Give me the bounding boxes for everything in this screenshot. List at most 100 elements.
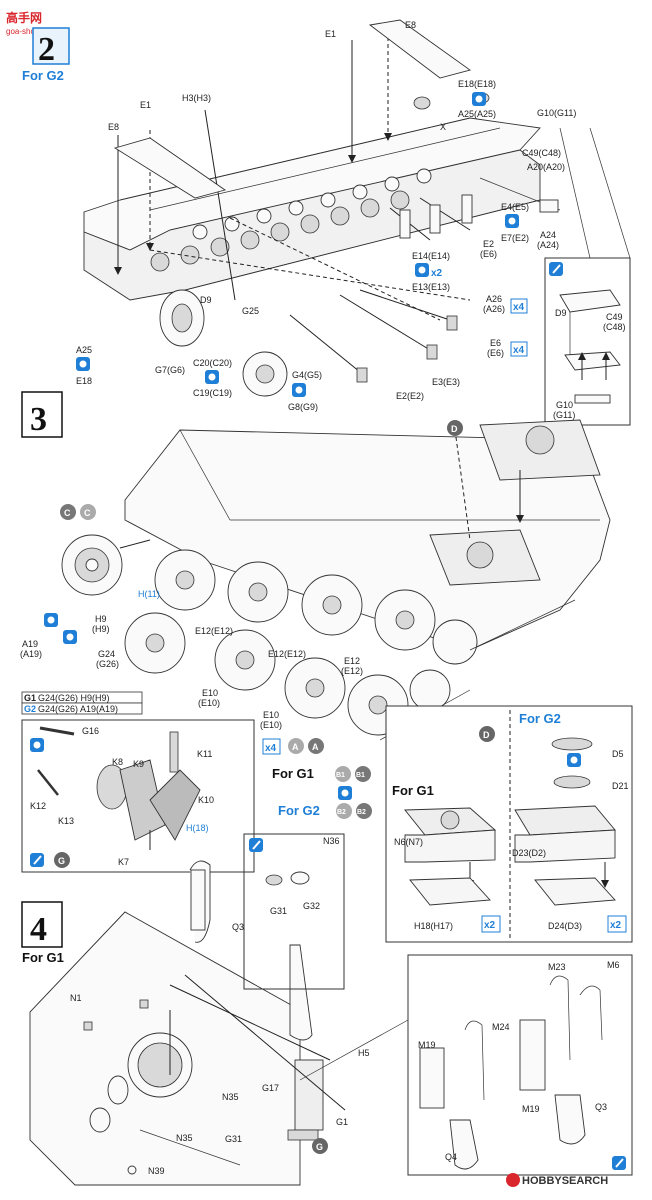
label-q4: Q4 xyxy=(445,1152,457,1162)
step2-hull-drawing xyxy=(83,19,561,397)
label-n36: N36 xyxy=(323,836,340,846)
callout-d: D xyxy=(447,420,463,436)
label-h11: H(11) xyxy=(138,589,160,599)
label-e14: E14(E14) xyxy=(412,251,450,261)
legend-g2-tag: G2 xyxy=(24,704,36,714)
glue-brush-icon xyxy=(249,838,263,852)
glue-icon xyxy=(472,92,486,106)
label-e10b: (E10) xyxy=(198,698,220,708)
label-d21: D21 xyxy=(612,781,629,791)
label-d23: D23(D2) xyxy=(512,848,546,858)
svg-text:C: C xyxy=(84,508,91,518)
label-g7: G7(G6) xyxy=(155,365,185,375)
svg-text:B1: B1 xyxy=(336,772,345,779)
label-e13: E13(E13) xyxy=(412,282,450,292)
label-g16: G16 xyxy=(82,726,99,736)
label-g17: G17 xyxy=(262,1083,279,1093)
watermark-subtext: goa-shou.com xyxy=(6,27,57,36)
label-e12d: (E12) xyxy=(341,666,363,676)
callout-g: G xyxy=(58,856,65,866)
step3-left-inset: G16 K8 K9 K11 K12 K13 K10 H(18) K7 G xyxy=(21,719,255,873)
step2-number: 2 xyxy=(38,31,55,68)
label-h3: H3(H3) xyxy=(182,93,211,103)
label-g4: G4(G5) xyxy=(292,370,322,380)
inset-label-g10: G10 xyxy=(556,400,573,410)
for-g2-label: For G2 xyxy=(278,803,320,818)
label-a25: A25(A25) xyxy=(458,109,496,119)
glue-icon xyxy=(76,357,90,371)
inset-for-g1: For G1 xyxy=(392,783,434,798)
label-e10c: E10 xyxy=(263,710,279,720)
label-e12c: E12 xyxy=(344,656,360,666)
label-k12: K12 xyxy=(30,801,46,811)
label-a24-alt: (A24) xyxy=(537,240,559,250)
label-e2b: E2(E2) xyxy=(396,391,424,401)
label-c49: C49(C48) xyxy=(522,148,561,158)
multiplier-x2-g2: x2 xyxy=(610,920,622,931)
label-e4: E4(E5) xyxy=(501,202,529,212)
label-d24: D24(D3) xyxy=(548,921,582,931)
step2-box xyxy=(32,27,70,65)
legend-g1-parts: G24(G26) H9(H9) xyxy=(38,693,110,703)
for-g1-label: For G1 xyxy=(272,766,314,781)
multiplier-x4-wheels: x4 xyxy=(265,743,277,754)
step2-header: 2 For G2 xyxy=(22,27,70,83)
label-g31a: G31 xyxy=(270,906,287,916)
glue-icon xyxy=(505,214,519,228)
multiplier-x4: x4 xyxy=(513,302,525,313)
label-q3b: Q3 xyxy=(595,1102,607,1112)
label-m6: M6 xyxy=(607,960,620,970)
label-n1: N1 xyxy=(70,993,82,1003)
label-e12a: E12(E12) xyxy=(195,626,233,636)
label-q3a: Q3 xyxy=(232,922,244,932)
label-a20: A20(A20) xyxy=(527,162,565,172)
label-e1-left: E1 xyxy=(140,100,151,110)
label-h18-tag: H(18) xyxy=(186,823,209,833)
label-h9: H9 xyxy=(95,614,107,624)
step4-labels: N36 G31 G32 Q3 N1 H5 G17 G1 N35 N35 G31 … xyxy=(70,836,626,1176)
label-c20: C20(C20) xyxy=(193,358,232,368)
label-h18: H18(H17) xyxy=(414,921,453,931)
legend-g2-parts: G24(G26) A19(A19) xyxy=(38,704,118,714)
step3-number: 3 xyxy=(30,401,47,438)
label-g26: (G26) xyxy=(96,659,119,669)
glue-icon xyxy=(44,613,58,627)
glue-icon xyxy=(292,383,306,397)
variant-g1-callout: For G1 B1 B1 xyxy=(272,766,371,782)
label-n39: N39 xyxy=(148,1166,165,1176)
label-m23: M23 xyxy=(548,962,566,972)
svg-text:D: D xyxy=(483,730,490,740)
label-n6: N6(N7) xyxy=(394,837,423,847)
label-h9-alt: (H9) xyxy=(92,624,110,634)
inset-label-g11: (G11) xyxy=(553,410,575,420)
svg-text:B2: B2 xyxy=(357,809,366,816)
callout-c: C C xyxy=(60,504,96,520)
label-m24: M24 xyxy=(492,1022,510,1032)
label-n35a: N35 xyxy=(222,1092,239,1102)
label-m19b: M19 xyxy=(522,1104,540,1114)
label-n35b: N35 xyxy=(176,1133,193,1143)
inset-label-d9: D9 xyxy=(555,308,567,318)
label-e18: E18(E18) xyxy=(458,79,496,89)
label-k10: K10 xyxy=(198,795,214,805)
label-e6c: (E6) xyxy=(487,348,504,358)
step2-inset: D9 C49 (C48) G10 (G11) xyxy=(544,127,631,426)
label-k9: K9 xyxy=(133,759,144,769)
label-d5: D5 xyxy=(612,749,624,759)
label-e18-left: E18 xyxy=(76,376,92,386)
wheel-quantity: x4 A A xyxy=(262,738,324,755)
glue-icon xyxy=(567,753,581,767)
watermark-logo: 高手网 goa-shou.com xyxy=(6,10,57,36)
legend-g1-tag: G1 xyxy=(24,693,36,703)
label-e6b: E6 xyxy=(490,338,501,348)
step4-variant: For G1 xyxy=(22,950,64,965)
label-k7: K7 xyxy=(118,857,129,867)
svg-text:C: C xyxy=(64,508,71,518)
glue-brush-icon xyxy=(549,262,563,276)
watermark-hobbysearch-text: HOBBYSEARCH xyxy=(522,1175,608,1187)
label-a26: A26 xyxy=(486,294,502,304)
multiplier-x2-g1: x2 xyxy=(484,920,496,931)
label-g25: G25 xyxy=(242,306,259,316)
inset-label-c49: C49 xyxy=(606,312,623,322)
watermark-text: 高手网 xyxy=(6,10,42,25)
